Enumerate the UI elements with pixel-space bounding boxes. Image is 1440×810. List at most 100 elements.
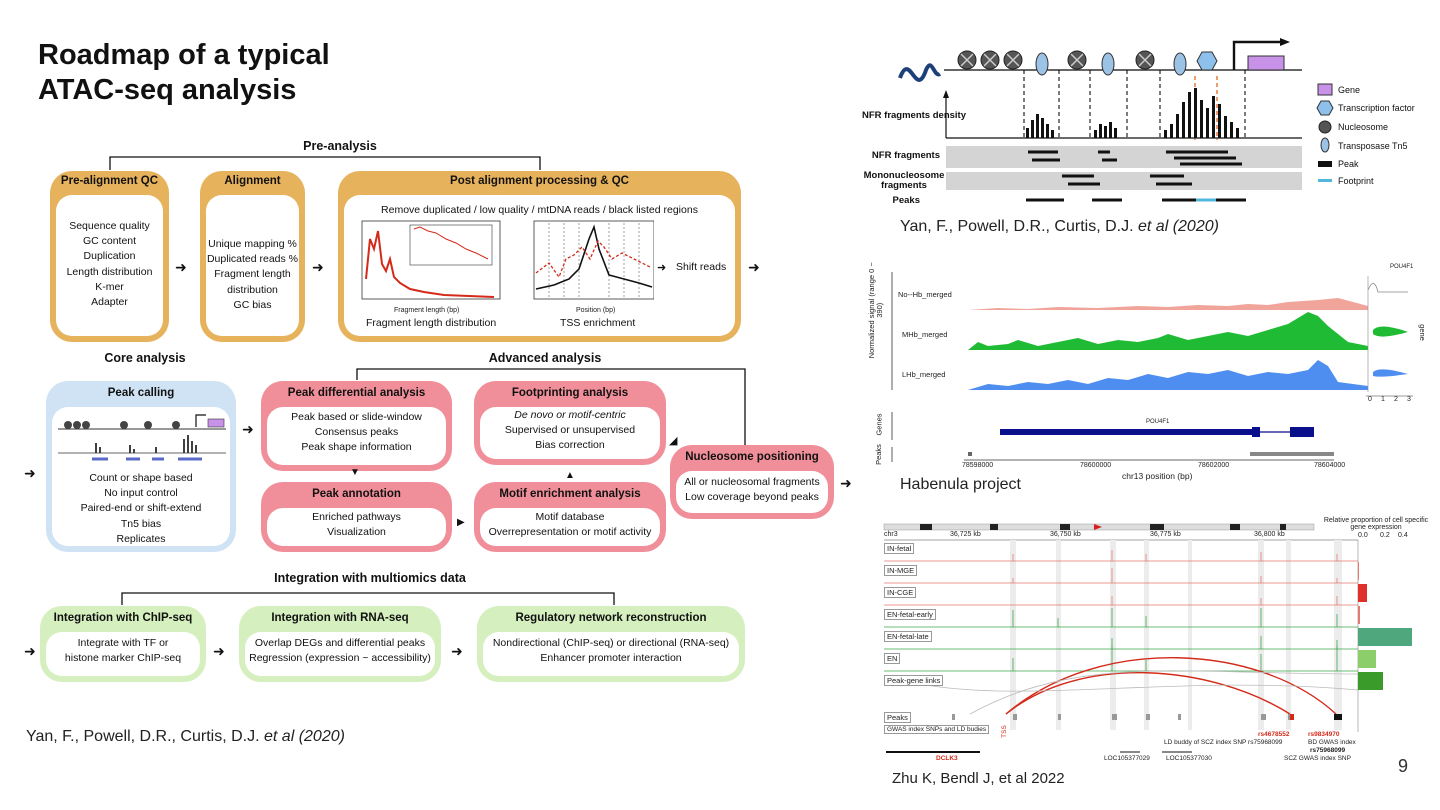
citation-zhu: Zhu K, Bendl J, et al 2022 (892, 770, 1065, 787)
x-tick: 78598000 (962, 462, 994, 469)
zhu-chrom: chr3 (884, 531, 898, 538)
arrow-right-icon: ➜ (24, 465, 36, 481)
genes-side-label: Genes (874, 413, 884, 436)
track-label: MHb_merged (902, 330, 948, 339)
rna-seq-title: Integration with RNA-seq (271, 612, 409, 624)
expression-bar (1358, 672, 1384, 690)
title-line-2: ATAC-seq analysis (38, 74, 297, 107)
nfr-schematic-panel: NFR fragments density NFR fragments Mono… (862, 38, 1422, 210)
pre-alignment-qc-title: Pre-alignment QC (60, 175, 159, 187)
section-pre-analysis: Pre-analysis (303, 139, 377, 153)
pre-alignment-item: Sequence quality (69, 220, 150, 232)
title-line-1: Roadmap of a typical (38, 39, 330, 71)
zhu-track-label: IN-fetal (884, 543, 915, 554)
zhu-track-label: EN-fetal-early (884, 609, 936, 620)
zhu-tracks (883, 523, 1359, 753)
habenula-ylabel: Normalized signal (range 0 ~ 390) (866, 262, 884, 359)
motif-enrichment-title: Motif enrichment analysis (499, 488, 641, 500)
page-number: 9 (1397, 756, 1408, 776)
zhu-scale: 0.2 (1380, 532, 1390, 539)
peak-annotation-title: Peak annotation (312, 488, 401, 500)
pre-alignment-item: GC content (82, 235, 137, 248)
peak-calling-item: Replicates (116, 532, 166, 545)
footprint-item: Bias correction (535, 439, 605, 452)
x-tick: 78600000 (1080, 462, 1112, 469)
arrow-diag-icon: ◢ (669, 435, 678, 447)
motif-item: Overrepresentation or motif activity (488, 526, 652, 539)
zhu-scale: 0.0 (1358, 532, 1368, 539)
tss-xlabel: Position (bp) (576, 307, 616, 314)
alignment-box: Alignment Unique mapping % Duplicated re… (200, 171, 305, 342)
citation-right-top: Yan, F., Powell, D.R., Curtis, D.J. et a… (900, 218, 1219, 236)
zhu-header-right: Relative proportion of cell specific gen… (1323, 517, 1429, 532)
footprint-item: Supervised or unsupervised (504, 424, 636, 437)
frag-xlabel: Fragment length (bp) (394, 307, 460, 314)
peak-calling-item: Tn5 bias (120, 517, 162, 530)
legend-tn5: Transposase Tn5 (1338, 141, 1408, 151)
peak-calling-item: Count or shape based (89, 472, 193, 484)
footprint-item: De novo or motif-centric (514, 409, 626, 421)
peak-calling-item: No input control (104, 487, 178, 500)
legend-tf: Transcription factor (1338, 103, 1415, 113)
pre-alignment-item: Duplication (83, 250, 136, 263)
peak-differential-title: Peak differential analysis (287, 387, 426, 399)
legend-gene: Gene (1338, 85, 1361, 95)
zhu-loc2: LOC105377030 (1166, 755, 1212, 762)
section-integration: Integration with multiomics data (274, 571, 466, 585)
expression-bar (1358, 562, 1359, 580)
expression-bar (1358, 650, 1376, 668)
arrow-right-icon: ➜ (213, 643, 225, 659)
legend-peak: Peak (1338, 159, 1359, 169)
zhu-gwas-label: GWAS index SNPs and LD budies (884, 725, 990, 734)
workflow-diagram: Pre-analysis Core analysis Advanced anal… (24, 139, 852, 682)
violin-tick: 0 (1368, 396, 1372, 403)
peak-diff-item: Peak shape information (301, 441, 412, 454)
rna-item: Overlap DEGs and differential peaks (254, 637, 426, 649)
x-tick: 78602000 (1198, 462, 1230, 469)
peak-calling-schematic (58, 414, 226, 461)
zhu-bd-index: BD GWAS index (1308, 739, 1356, 746)
nucleosome-title: Nucleosome positioning (685, 451, 819, 463)
zhu-snp3: rs75968099 (1310, 747, 1346, 754)
pre-alignment-item: Adapter (91, 296, 128, 309)
mono-fragments-label: Mononucleosome fragments (863, 170, 945, 192)
track-label: No--Hb_merged (898, 290, 952, 299)
violin-side-label: gene (1417, 324, 1427, 341)
zhu-loc1: LOC105377029 (1104, 755, 1150, 762)
shift-reads-label: Shift reads (676, 261, 727, 273)
network-box: Regulatory network reconstruction Nondir… (477, 606, 745, 682)
post-alignment-title: Post alignment processing & QC (450, 175, 629, 187)
peak-annot-item: Enriched pathways (312, 511, 401, 523)
zhu-scz-index: SCZ GWAS index SNP (1284, 755, 1351, 762)
peak-diff-item: Consensus peaks (314, 426, 399, 439)
motif-enrichment-box: Motif enrichment analysis Motif database… (474, 482, 666, 552)
legend-nucleosome: Nucleosome (1338, 122, 1389, 132)
arrow-right-icon: ➜ (748, 259, 760, 275)
peak-calling-item: Paired-end or shift-extend (80, 502, 202, 515)
zhu-scale: 0.4 (1398, 532, 1408, 539)
zhu-ld-buddy: LD buddy of SCZ index SNP rs75968099 (1164, 739, 1283, 746)
tss-caption: TSS enrichment (560, 317, 636, 329)
expression-bar (1358, 584, 1367, 602)
motif-item: Motif database (535, 511, 605, 523)
nucleosome-box: Nucleosome positioning All or nucleosoma… (670, 445, 834, 519)
footprinting-box: Footprinting analysis De novo or motif-c… (474, 381, 666, 465)
arrow-right-icon: ➜ (312, 259, 324, 275)
pre-alignment-qc-box: Pre-alignment QC Sequence quality GC con… (50, 171, 169, 342)
violin-tick: 3 (1407, 396, 1411, 403)
track-label: LHb_merged (902, 370, 946, 379)
nucleosome-item: Low coverage beyond peaks (685, 491, 819, 504)
alignment-item: Unique mapping % (208, 238, 297, 250)
chip-seq-box: Integration with ChIP-seq Integrate with… (40, 606, 206, 682)
expression-bar (1358, 606, 1360, 624)
zhu-tss: TSS (1000, 725, 1008, 738)
arrow-up-icon: ▲ (565, 470, 575, 481)
zhu-peaks-label: Peaks (884, 712, 911, 723)
violin-tick: 1 (1381, 396, 1385, 403)
alignment-item: Duplicated reads % (206, 253, 299, 266)
arrow-right-icon: ➜ (24, 643, 36, 659)
violin-title: POU4F1 (1390, 264, 1414, 270)
peak-annotation-box: Peak annotation Enriched pathways Visual… (261, 482, 452, 552)
peak-calling-box: Peak calling Count or shape based No inp… (46, 381, 236, 552)
arrow-right-icon: ➜ (242, 421, 254, 437)
